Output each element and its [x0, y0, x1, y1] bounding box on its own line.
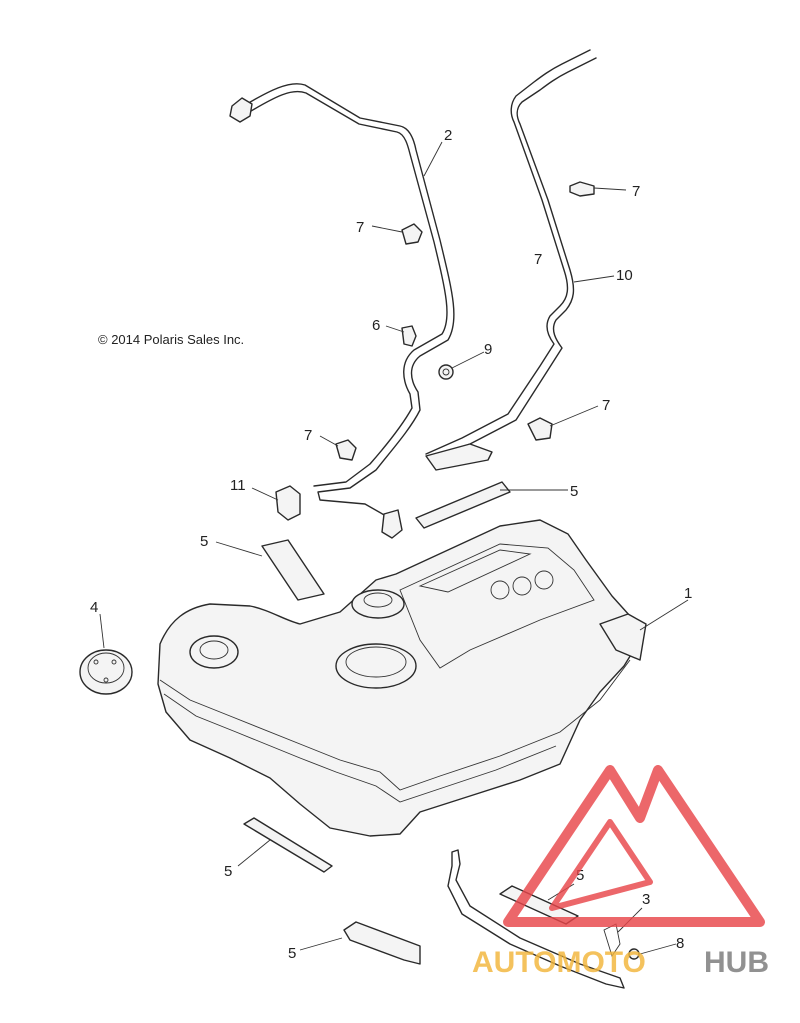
copyright-text: © 2014 Polaris Sales Inc.: [98, 332, 244, 347]
callout-2: 2: [444, 127, 452, 144]
callout-11: 11: [230, 477, 246, 494]
pad-5-upper-right: [415, 481, 511, 529]
clip-9: [438, 364, 454, 380]
callout-7-mid-right: 7: [602, 397, 610, 414]
callout-5-upper-right: 5: [570, 483, 578, 500]
callout-7-upper-right: 7: [632, 183, 640, 200]
callout-5-upper-left: 5: [200, 533, 208, 550]
callout-4: 4: [90, 599, 98, 616]
clip-7-mid-left: [335, 439, 357, 461]
callout-10: 10: [616, 267, 633, 284]
callout-5-bottom: 5: [288, 945, 296, 962]
clip-6: [401, 325, 417, 347]
bracket-11: [275, 485, 301, 521]
callout-5-lower-right: 5: [576, 867, 584, 884]
pad-5-bottom: [343, 921, 421, 965]
vent-hose-2: [229, 83, 455, 539]
leader-lines: [99, 141, 689, 955]
watermark-word-right: HUB: [704, 946, 769, 979]
callout-7-upper-left: 7: [356, 219, 364, 236]
clip-7-upper-right: [569, 181, 595, 197]
watermark-word-left: AUTOMOTO: [472, 946, 646, 979]
callout-6: 6: [372, 317, 380, 334]
nut-8: [628, 948, 640, 960]
pad-5-lower-left: [243, 817, 333, 873]
fuel-tank-1: [157, 519, 647, 837]
callout-3: 3: [642, 891, 650, 908]
callout-1: 1: [684, 585, 692, 602]
callout-8: 8: [676, 935, 684, 952]
clip-7-mid-right: [527, 417, 553, 441]
callout-9: 9: [484, 341, 492, 358]
clip-7-upper-left: [401, 223, 423, 245]
automotohub-watermark: AUTOMOTO HUB: [472, 765, 769, 979]
callout-7-hose: 7: [534, 251, 542, 268]
pad-5-lower-right: [499, 885, 579, 925]
fuel-cap-4: [79, 649, 133, 695]
vent-hose-10: [425, 49, 597, 471]
callout-5-lower-left: 5: [224, 863, 232, 880]
callout-7-mid-left: 7: [304, 427, 312, 444]
pad-5-upper-left: [261, 539, 325, 601]
callouts: 1 2 3 4 5 5 5 5 5 6 7 7 7 7 7 8 9 10 11: [90, 127, 692, 962]
